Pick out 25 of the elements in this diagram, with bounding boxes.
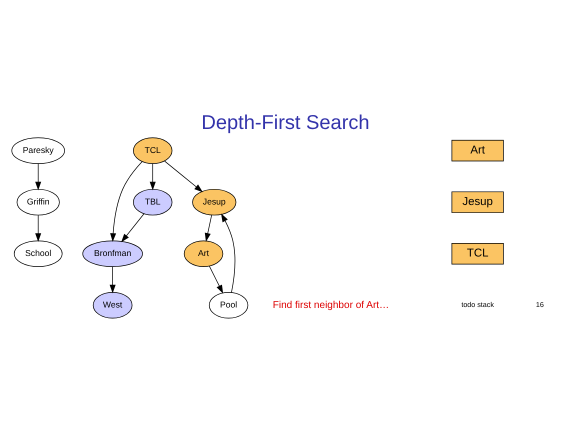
node-ellipse: Pool [208,292,248,318]
node-ellipse: TCL [133,137,172,164]
node-ellipse: Paresky [11,137,65,164]
node-box: TCL [452,242,504,264]
arrow [110,266,116,294]
arrow [121,213,144,242]
arrow [221,213,236,293]
node-ellipse: Art [184,240,224,267]
arrow [164,160,203,192]
arrow [35,163,42,190]
arrow [110,161,142,242]
node-box: Art [452,140,504,162]
node-ellipse: Jesup [192,188,236,216]
diagram-title: Depth-First Search [201,112,370,134]
node-ellipse: School [14,240,63,267]
label: Find first neighbor of Art… [272,300,390,311]
arrow [208,266,224,294]
node-ellipse: Bronfman [82,240,143,267]
node-ellipse: West [92,292,132,318]
arrow [204,214,212,242]
node-ellipse: Griffin [16,188,60,216]
arrow [150,163,156,190]
node-ellipse: TBL [133,188,172,216]
node-box: Jesup [452,191,504,213]
arrow [35,214,42,242]
